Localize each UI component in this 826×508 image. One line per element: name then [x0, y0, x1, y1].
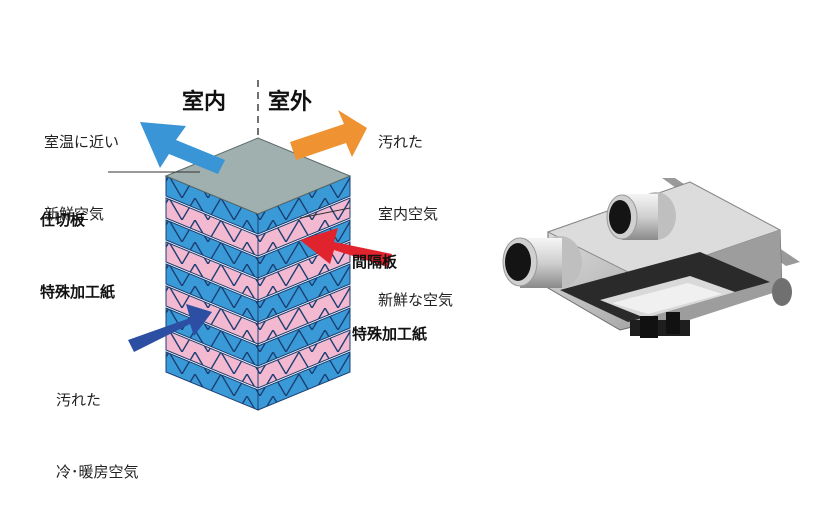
dirty-air-in-arrow	[128, 304, 212, 352]
core-layer-left-fins	[166, 286, 258, 344]
fresh-air-in-arrow	[300, 228, 392, 267]
core-layer-right-fins	[258, 264, 350, 322]
indoor-header: 室内	[182, 90, 227, 115]
dirty-air-out-arrow	[290, 110, 367, 160]
outdoor-header: 室外	[268, 90, 313, 115]
spacer-plate-line1: 間隔板	[352, 253, 398, 271]
partition-plate-line1: 仕切板	[40, 211, 86, 229]
core-layer-left-fins	[166, 176, 258, 234]
dirty-cool-warm-air-line1: 汚れた	[56, 391, 102, 409]
core-layer-left-fins	[166, 220, 258, 278]
heat-exchanger-core	[164, 137, 352, 411]
diagram-canvas	[108, 80, 800, 411]
dirty-cool-warm-air-label: 汚れた 冷･暖房空気	[56, 340, 139, 508]
fresh-air-label: 新鮮な空気	[378, 291, 454, 309]
dirty-indoor-air-line1: 汚れた	[378, 133, 424, 151]
dirty-indoor-air-label: 汚れた 室内空気	[378, 82, 438, 250]
core-layer-right-fins	[258, 352, 350, 410]
spacer-plate-label: 間隔板 特殊加工紙	[352, 202, 427, 370]
fresh-near-room-temp-line2: 新鮮空気	[44, 205, 105, 223]
core-layer-left-fins	[166, 198, 258, 256]
dirty-indoor-air-line2: 室内空気	[378, 205, 439, 223]
partition-plate-line2: 特殊加工紙	[40, 283, 116, 301]
core-layer-right-fins	[258, 330, 350, 388]
core-layer-left-fins	[166, 264, 258, 322]
partition-plate-label: 仕切板 特殊加工紙	[40, 160, 115, 328]
core-layer-left-fins	[166, 330, 258, 388]
fresh-near-room-temp-line1: 室温に近い	[44, 133, 120, 151]
fresh-air-out-arrow	[140, 122, 225, 174]
core-layer-left-fins	[166, 242, 258, 300]
core-layer-left-fins	[166, 352, 258, 410]
core-layer-right-fins	[258, 176, 350, 234]
fresh-near-room-temp-label: 室温に近い 新鮮空気	[44, 82, 119, 250]
spacer-plate-leader	[299, 207, 351, 219]
core-layer-right-fins	[258, 308, 350, 366]
spacer-plate-line2: 特殊加工紙	[352, 325, 428, 343]
dirty-cool-warm-air-line2: 冷･暖房空気	[56, 463, 139, 481]
core-layer-right-fins	[258, 286, 350, 344]
heat-exchanger-unit-image	[502, 178, 800, 338]
